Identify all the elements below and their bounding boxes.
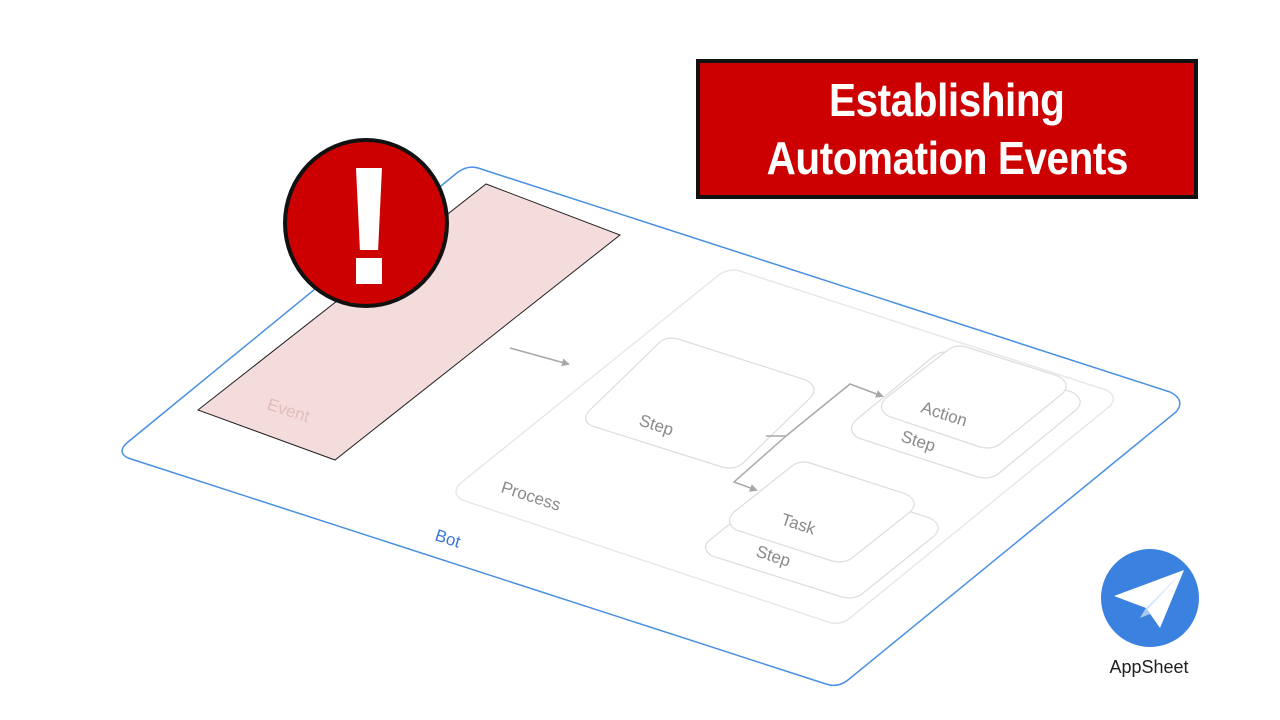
- step-to-action-connector: [766, 383, 884, 437]
- title-banner: Establishing Automation Events: [696, 59, 1198, 199]
- step-to-task-connector: [732, 435, 787, 492]
- exclamation-dot: [356, 258, 382, 284]
- paper-plane-icon: [1101, 549, 1199, 647]
- step-card: [584, 337, 815, 469]
- title-line-1: Establishing: [829, 74, 1065, 126]
- action-card: [880, 345, 1067, 449]
- title-line-2: Automation Events: [766, 132, 1128, 184]
- alert-icon: [283, 138, 449, 308]
- event-to-process-arrow: [509, 347, 570, 367]
- task-card: [728, 461, 915, 563]
- logo-wordmark: AppSheet: [1109, 657, 1189, 677]
- exclamation-bar: [356, 168, 382, 250]
